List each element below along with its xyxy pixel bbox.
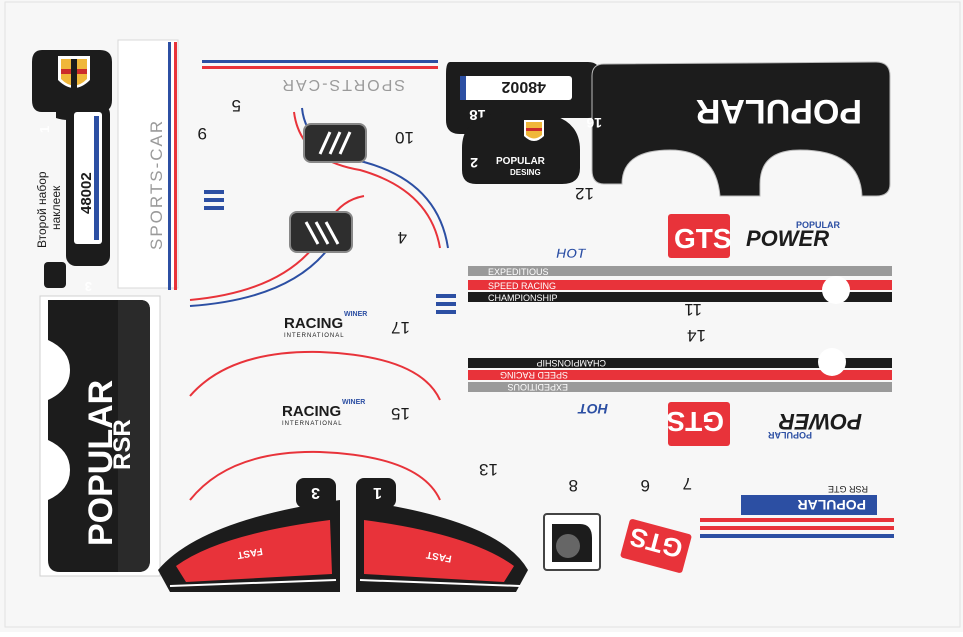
crest-sticker-left: 1 xyxy=(32,50,112,133)
sticker-number-5: 5 xyxy=(232,96,241,115)
sportscar-vertical-strip: SPORTS-CAR xyxy=(147,42,177,290)
model-number-sticker: 48002 3 xyxy=(66,104,110,294)
popular-big-vertical: POPULAR xyxy=(82,380,120,546)
vent-sticker-1 xyxy=(303,123,367,163)
sticker-number-12: 12 xyxy=(575,184,594,203)
racing-text-2: RACING xyxy=(282,403,341,420)
stripe-championship-upright: CHAMPIONSHIP xyxy=(488,293,558,303)
sticker-number-3-wing: 3 xyxy=(311,484,320,501)
sticker-number-6: 6 xyxy=(641,476,650,495)
rsr-gte-text: RSR GTE xyxy=(828,484,868,494)
winer-text-1: WINER xyxy=(344,311,367,318)
popular-desing-line1: POPULAR xyxy=(496,156,546,167)
hot-text-upright: HOT xyxy=(556,245,587,261)
sportscar-text-vertical: SPORTS-CAR xyxy=(147,119,166,250)
winer-text-2: WINER xyxy=(342,399,365,406)
power-text-inverted: POWER xyxy=(779,409,862,434)
sticker-number-8: 8 xyxy=(569,476,578,495)
sticker-number-2-badge: 2 xyxy=(470,155,478,171)
fast-wing-sticker: FAST FAST 3 1 xyxy=(158,478,528,592)
stripe-speed-upright: SPEED RACING xyxy=(488,281,556,291)
sticker-number-4: 4 xyxy=(398,228,407,247)
model-number-plate-text: 48002 xyxy=(501,78,546,95)
sticker-number-7: 7 xyxy=(683,474,692,493)
sticker-number-9: 9 xyxy=(198,124,207,143)
popular-small-upright: POPULAR xyxy=(796,220,841,230)
sticker-number-17: 17 xyxy=(391,318,410,337)
racing-text-1: RACING xyxy=(284,315,343,332)
model-number-vertical: 48002 xyxy=(78,172,95,214)
rsr-vertical: RSR xyxy=(109,419,136,470)
popular-rsr-gte-plate: POPULAR RSR GTE xyxy=(700,484,894,538)
sticker-number-13: 13 xyxy=(479,460,498,479)
hot-text-inverted: HOT xyxy=(577,401,608,417)
sticker-number-16: 16 xyxy=(586,115,602,131)
international-text-2: INTERNATIONAL xyxy=(282,421,343,427)
gts-text-upright: GTS xyxy=(674,223,732,254)
sportscar-text-upside: SPORTS-CAR xyxy=(280,76,405,93)
sticker-number-15: 15 xyxy=(391,404,410,423)
racing-stripes-inverted: CHAMPIONSHIP SPEED RACING EXPEDITIOUS xyxy=(468,348,892,392)
gts-tilted-sticker: GTS xyxy=(620,519,692,573)
blue-mark-1 xyxy=(204,190,224,210)
popular-small-inverted: POPULAR xyxy=(767,430,812,440)
stripe-speed-inverted: SPEED RACING xyxy=(500,370,568,380)
popular-desing-badge: POPULAR DESING 2 xyxy=(462,111,580,184)
sticker-number-1: 1 xyxy=(37,126,52,133)
stripe-championship-inverted: CHAMPIONSHIP xyxy=(536,358,606,368)
popular-top-text: POPULAR xyxy=(696,92,862,130)
sportscar-horizontal-strip: SPORTS-CAR xyxy=(202,60,438,93)
racing-stripes-upright: EXPEDITIOUS SPEED RACING CHAMPIONSHIP xyxy=(468,266,892,304)
sheet-border xyxy=(4,1,961,628)
gts-text-inverted: GTS xyxy=(666,406,724,437)
stripe-expeditious-inverted: EXPEDITIOUS xyxy=(507,382,568,392)
vent-sticker-2 xyxy=(289,211,353,253)
sticker-number-10: 10 xyxy=(395,128,414,147)
fast-text-right: FAST xyxy=(425,549,452,564)
gts-power-inverted: GTS POWER POPULAR HOT xyxy=(577,401,862,446)
popular-top-panel: POPULAR 16 xyxy=(586,61,891,197)
sticker-number-14: 14 xyxy=(687,326,706,345)
fast-text-left: FAST xyxy=(236,545,263,560)
black-head-sticker xyxy=(543,513,601,571)
popular-desing-line2: DESING xyxy=(510,168,541,177)
popular-plate-text: POPULAR xyxy=(798,497,866,513)
fender-curves xyxy=(189,107,449,501)
russian-caption-line1: Второй набор xyxy=(35,171,49,248)
sticker-number-1-wing: 1 xyxy=(373,484,382,501)
international-text-1: INTERNATIONAL xyxy=(284,333,345,339)
sticker-number-3-left: 3 xyxy=(85,279,92,294)
gts-power-upright: GTS POPULAR POWER HOT xyxy=(556,214,841,261)
power-text-upright: POWER xyxy=(746,226,829,251)
sticker-number-11: 11 xyxy=(684,300,702,319)
stripe-expeditious-upright: EXPEDITIOUS xyxy=(488,267,549,277)
blue-mark-2 xyxy=(436,294,456,314)
racing-logo-1: RACING WINER INTERNATIONAL xyxy=(284,311,367,339)
popular-rsr-panel: POPULAR RSR xyxy=(39,295,161,577)
russian-caption-line2: наклеек xyxy=(49,185,63,230)
racing-logo-2: RACING WINER INTERNATIONAL xyxy=(282,399,365,427)
